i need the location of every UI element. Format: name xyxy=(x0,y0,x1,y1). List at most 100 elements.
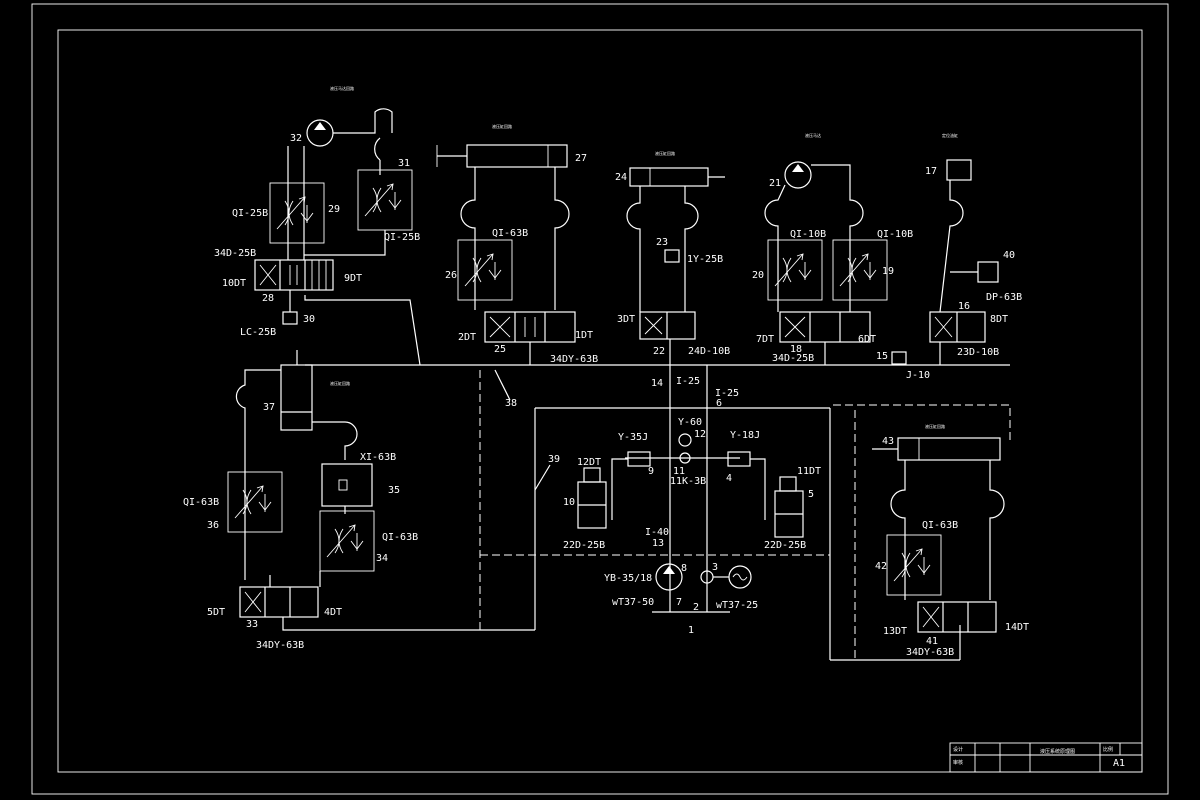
label-3dt: 3DT xyxy=(617,314,635,325)
label-43: 43 xyxy=(882,436,894,447)
label-37: 37 xyxy=(263,402,275,413)
title-c37: 液压缸回路 xyxy=(330,380,350,386)
label-34dy63b-a: 34DY-63B xyxy=(550,354,598,365)
label-23d10b: 23D-10B xyxy=(957,347,999,358)
throttle-valve-26 xyxy=(457,239,513,301)
label-15: 15 xyxy=(876,351,888,362)
label-6dt: 6DT xyxy=(858,334,876,345)
leader-39 xyxy=(534,464,551,491)
label-4: 4 xyxy=(726,473,732,484)
label-40: 40 xyxy=(1003,250,1015,261)
label-4dt: 4DT xyxy=(324,607,342,618)
circuit-43: 液压缸回路 43 QI-63B 42 13DT 14DT 41 34DY-63B xyxy=(872,423,1029,658)
title-block-ratio-label: 比例 xyxy=(1103,746,1113,753)
label-i40: I-40 xyxy=(645,527,669,538)
label-34d25b-b: 34D-25B xyxy=(772,353,814,364)
label-13dt: 13DT xyxy=(883,626,907,637)
label-26: 26 xyxy=(445,270,457,281)
label-24: 24 xyxy=(615,172,627,183)
circuit-27: 液压缸回路 27 QI-63B 26 2DT 1DT 25 34DY-63B xyxy=(436,123,598,365)
label-j10: J-10 xyxy=(906,370,930,381)
cylinder-37 xyxy=(280,364,313,431)
throttle-valve-19 xyxy=(832,239,888,301)
label-7: 7 xyxy=(676,597,682,608)
label-27: 27 xyxy=(575,153,587,164)
throttle-valve-34 xyxy=(319,510,375,572)
label-qi10b-b: QI-10B xyxy=(877,229,913,240)
label-17: 17 xyxy=(925,166,937,177)
directional-valve-25 xyxy=(484,311,576,343)
label-18: 18 xyxy=(790,344,802,355)
label-10dt: 10DT xyxy=(222,278,246,289)
label-32: 32 xyxy=(290,133,302,144)
pump-station: 14 I-25 I-25 6 Y-60 12 11 11K-3B Y-35J 9… xyxy=(563,365,821,636)
sheet-size: A1 xyxy=(1113,758,1125,769)
title-block-designer-label: 设计 xyxy=(953,746,963,753)
label-21: 21 xyxy=(769,178,781,189)
label-42: 42 xyxy=(875,561,887,572)
label-5dt: 5DT xyxy=(207,607,225,618)
pressure-gauge-12 xyxy=(678,433,692,447)
label-8: 8 xyxy=(681,563,687,574)
label-7dt: 7DT xyxy=(756,334,774,345)
label-12: 12 xyxy=(694,429,706,440)
throttle-valve-29 xyxy=(269,182,325,244)
label-9: 9 xyxy=(648,466,654,477)
label-20: 20 xyxy=(752,270,764,281)
label-39: 39 xyxy=(548,454,560,465)
directional-valve-33 xyxy=(239,586,319,618)
cylinder-43 xyxy=(897,437,1001,461)
label-qi63b-a: QI-63B xyxy=(492,228,528,239)
label-qi63b-b: QI-63B xyxy=(183,497,219,508)
label-19: 19 xyxy=(882,266,894,277)
drawing-name: 液压系统原理图 xyxy=(1040,748,1075,755)
relief-valve-9 xyxy=(627,451,651,467)
directional-valve-41 xyxy=(917,601,997,633)
label-qi63b-c: QI-63B xyxy=(382,532,418,543)
label-11dt: 11DT xyxy=(797,466,821,477)
throttle-valve-36 xyxy=(227,471,283,533)
pump-8 xyxy=(655,563,683,591)
pressure-switch-40 xyxy=(977,261,999,283)
label-qi25b-b: QI-25B xyxy=(384,232,420,243)
label-8dt: 8DT xyxy=(990,314,1008,325)
label-16: 16 xyxy=(958,301,970,312)
circuit-17: 定位油缸 17 40 DP-63B 16 8DT 23D-10B 15 J-10 xyxy=(876,132,1022,381)
leader-38 xyxy=(494,369,511,401)
label-38: 38 xyxy=(505,398,517,409)
label-31: 31 xyxy=(398,158,410,169)
label-wt37-50: wT37-50 xyxy=(612,597,654,608)
title-c27: 液压缸回路 xyxy=(492,123,512,129)
title-c21: 液压马达 xyxy=(805,132,821,138)
label-12dt: 12DT xyxy=(577,457,601,468)
label-13: 13 xyxy=(652,538,664,549)
label-11: 11 xyxy=(673,466,685,477)
label-34: 34 xyxy=(376,553,388,564)
inner-border xyxy=(57,29,1143,773)
label-2: 2 xyxy=(693,602,699,613)
label-22d25b-a: 22D-25B xyxy=(563,540,605,551)
label-dp63b: DP-63B xyxy=(986,292,1022,303)
label-35: 35 xyxy=(388,485,400,496)
label-qi63b-d: QI-63B xyxy=(922,520,958,531)
label-22d25b-b: 22D-25B xyxy=(764,540,806,551)
label-i25-a: I-25 xyxy=(676,376,700,387)
pilot-line-43 xyxy=(833,404,1011,440)
label-25: 25 xyxy=(494,344,506,355)
label-1dt: 1DT xyxy=(575,330,593,341)
directional-valve-18 xyxy=(779,311,871,343)
label-36: 36 xyxy=(207,520,219,531)
label-30: 30 xyxy=(303,314,315,325)
label-14: 14 xyxy=(651,378,663,389)
label-28: 28 xyxy=(262,293,274,304)
label-qi10b-a: QI-10B xyxy=(790,229,826,240)
outer-border xyxy=(31,3,1169,795)
title-block: 设计 审核 液压系统原理图 比例 A1 xyxy=(949,742,1143,773)
label-41: 41 xyxy=(926,636,938,647)
label-5: 5 xyxy=(808,489,814,500)
label-34dy63b-b: 34DY-63B xyxy=(256,640,304,651)
label-3: 3 xyxy=(712,562,718,573)
cylinder-27 xyxy=(466,144,568,168)
label-10: 10 xyxy=(563,497,575,508)
